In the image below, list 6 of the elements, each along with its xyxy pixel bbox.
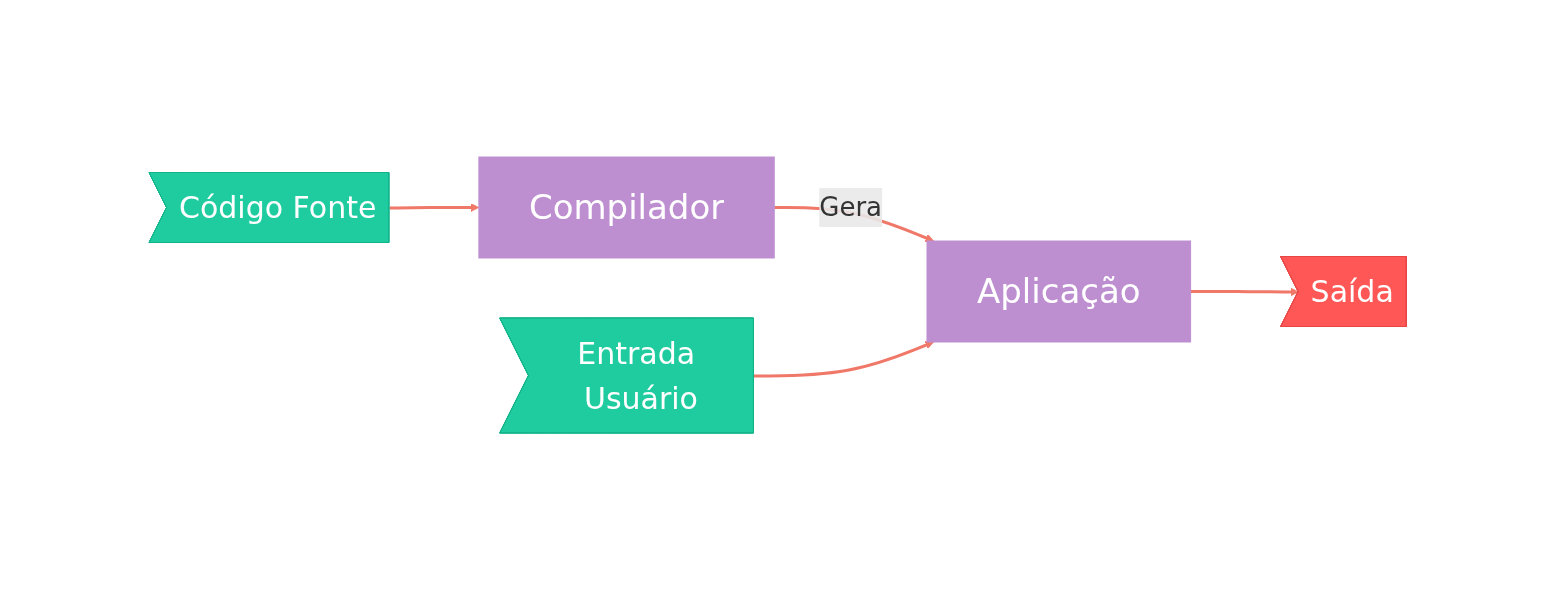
arrow: [753, 340, 934, 377]
node-box: Aplicação: [926, 240, 1191, 342]
arrow: [1190, 287, 1299, 296]
node-box: Compilador: [478, 156, 775, 258]
edge-label: Gera: [819, 191, 882, 222]
arrow: [389, 202, 480, 212]
